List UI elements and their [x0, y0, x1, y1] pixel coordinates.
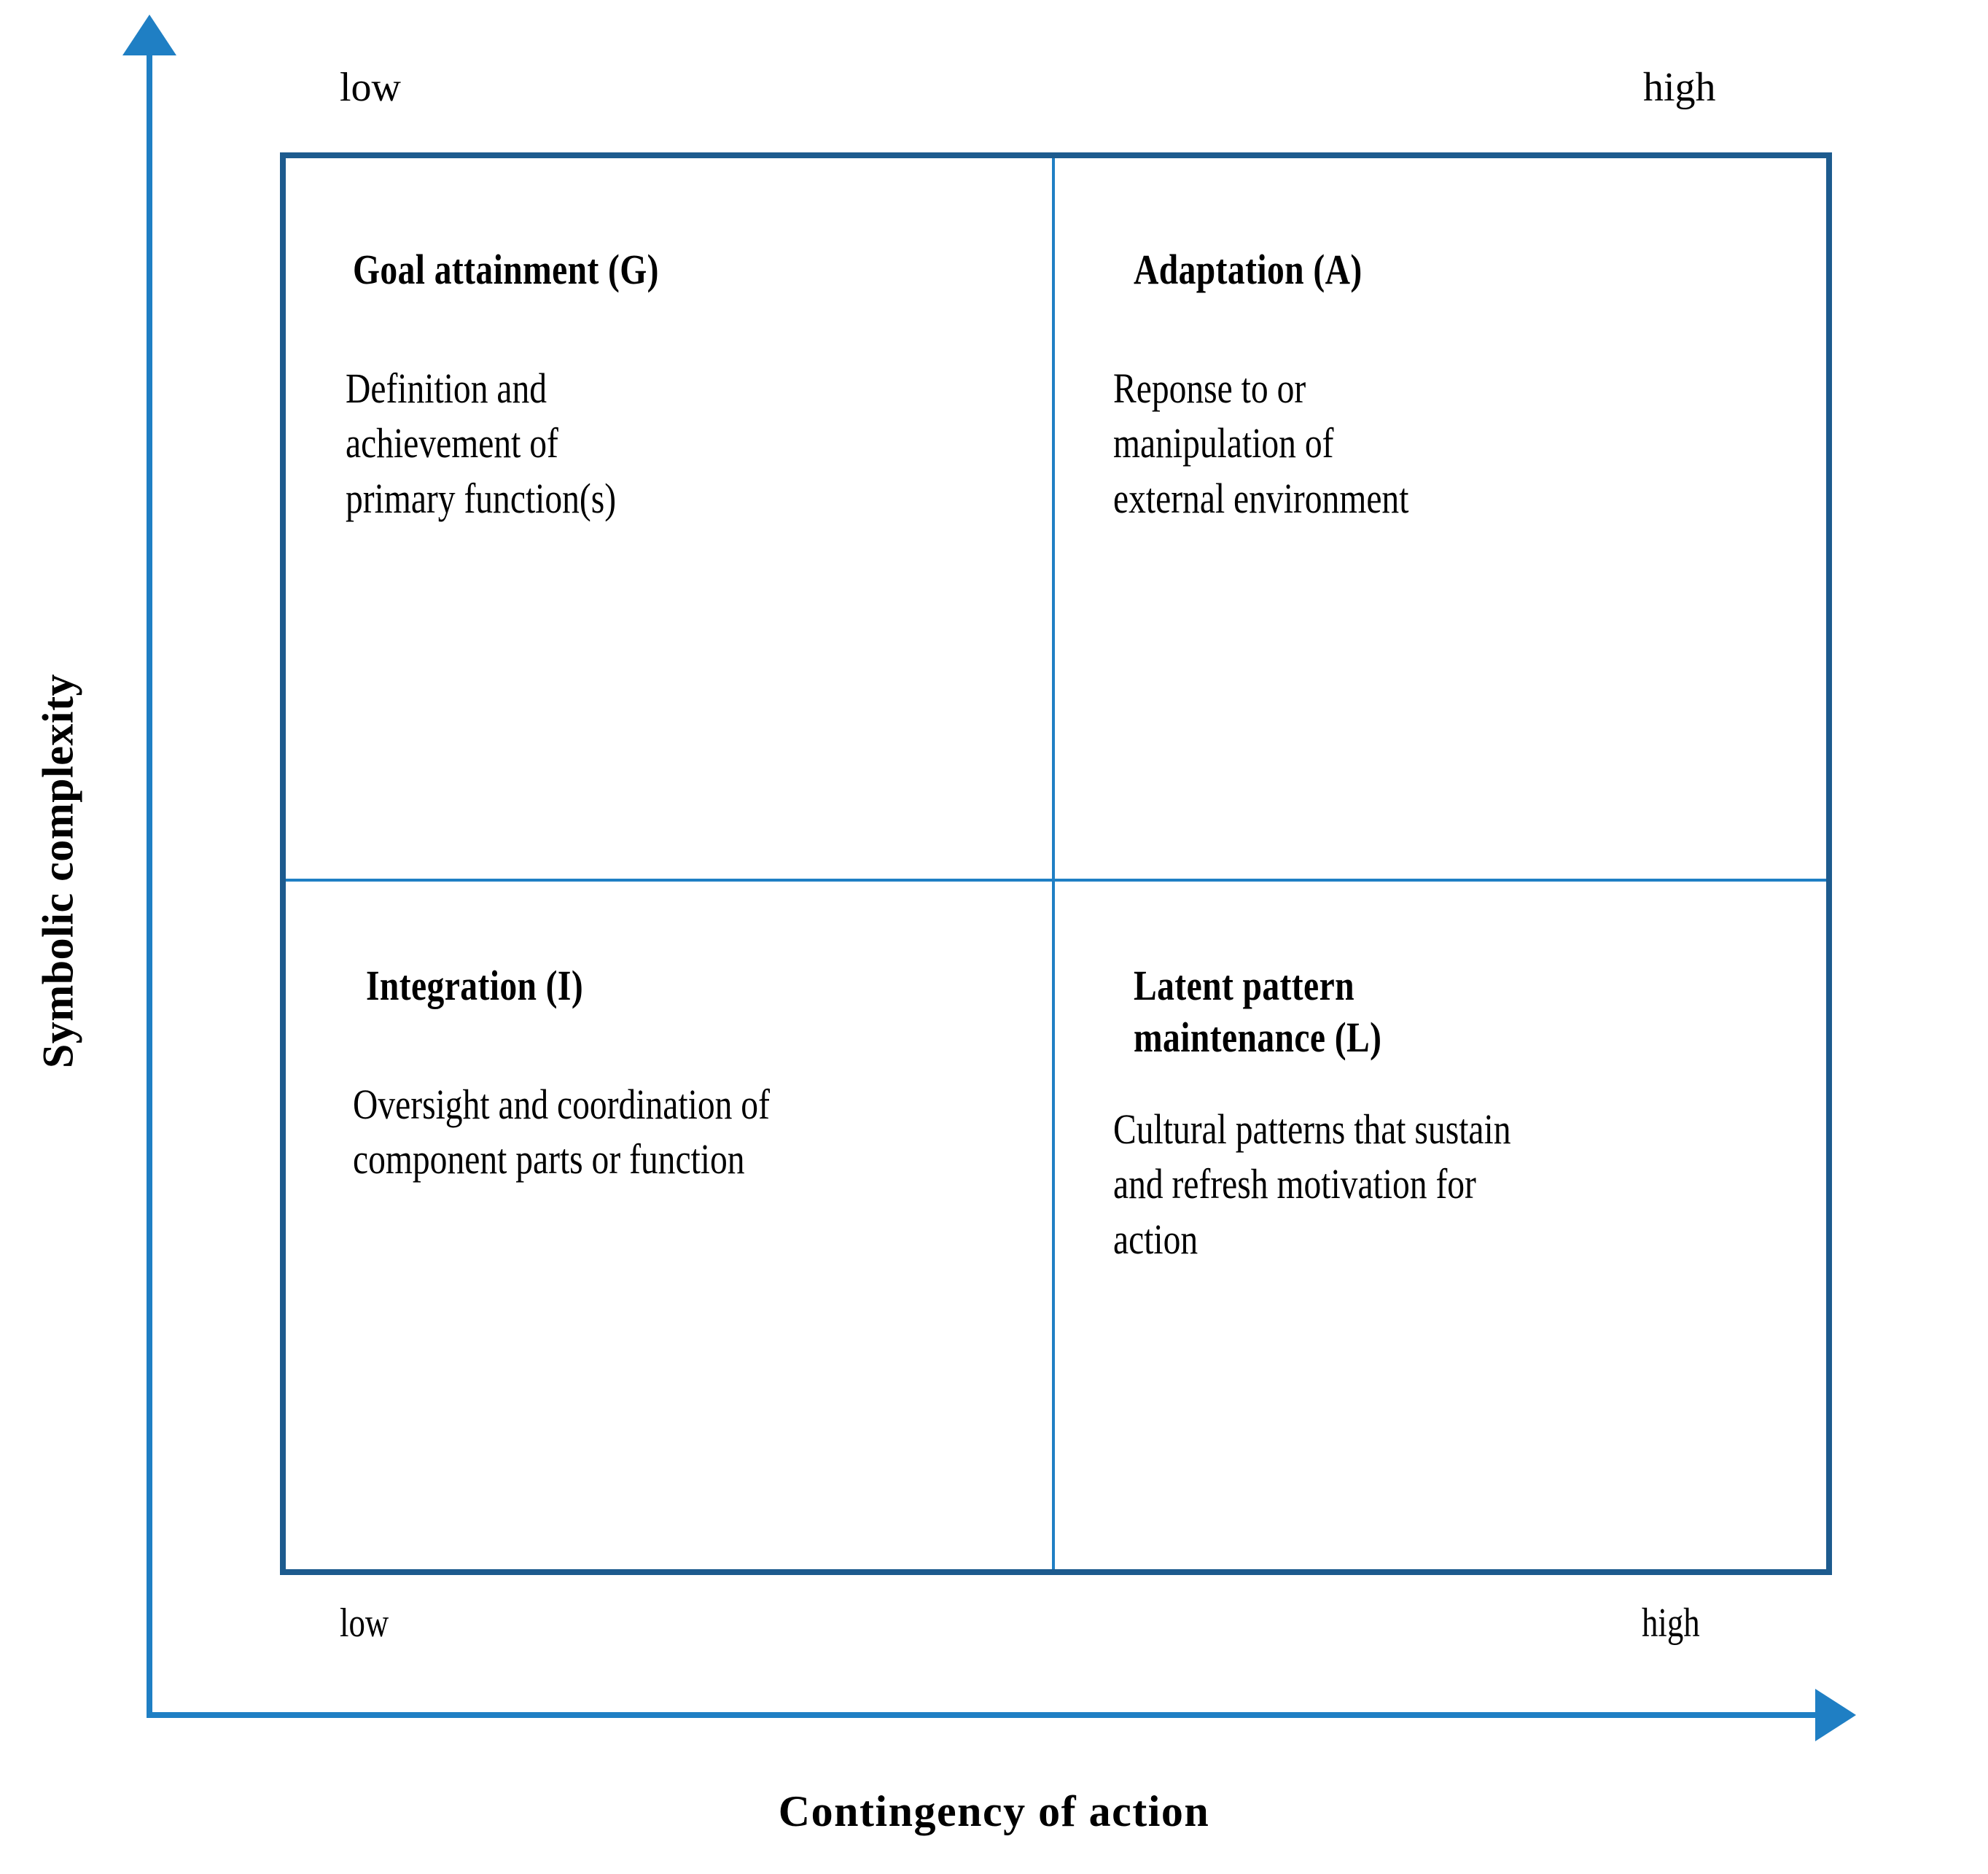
- y-axis-title: Symbolic complexity: [34, 673, 82, 1069]
- quadrant-body-latent-pattern-maintenance: Cultural patterns that sustain and refre…: [1113, 1105, 1511, 1263]
- quadrant-integration: Integration (I) Oversight and coordinati…: [286, 882, 1052, 1569]
- quadrant-goal-attainment: Goal attainment (G) Definition and achie…: [286, 158, 1052, 879]
- y-axis-low-label: low: [340, 65, 401, 110]
- quadrant-body-adaptation: Reponse to or manipulation of external e…: [1113, 365, 1409, 522]
- quadrant-body-integration: Oversight and coordination of component …: [353, 1081, 770, 1183]
- quadrant-title-adaptation: Adaptation (A): [1134, 246, 1363, 293]
- vertical-divider-line: [1052, 158, 1055, 1569]
- x-axis-line: [149, 1712, 1819, 1718]
- quadrant-matrix-box: Goal attainment (G) Definition and achie…: [280, 152, 1832, 1575]
- quadrant-latent-pattern-maintenance: Latent pattern maintenance (L) Cultural …: [1055, 882, 1826, 1569]
- horizontal-divider-line: [286, 879, 1826, 882]
- x-axis-title: Contingency of action: [778, 1787, 1210, 1835]
- quadrant-title-goal-attainment: Goal attainment (G): [353, 246, 659, 293]
- y-axis-arrowhead-icon: [122, 15, 176, 55]
- x-axis-low-label: low: [340, 1601, 389, 1646]
- x-axis-high-label: high: [1642, 1601, 1700, 1646]
- y-axis-line: [147, 34, 152, 1718]
- quadrant-title-integration: Integration (I): [366, 962, 584, 1009]
- quadrant-body-goal-attainment: Definition and achievement of primary fu…: [346, 365, 617, 522]
- quadrant-title-latent-pattern-maintenance: Latent pattern maintenance (L): [1134, 962, 1382, 1061]
- x-axis-arrowhead-icon: [1815, 1689, 1856, 1741]
- y-axis-high-label: high: [1643, 65, 1716, 110]
- quadrant-adaptation: Adaptation (A) Reponse to or manipulatio…: [1055, 158, 1826, 879]
